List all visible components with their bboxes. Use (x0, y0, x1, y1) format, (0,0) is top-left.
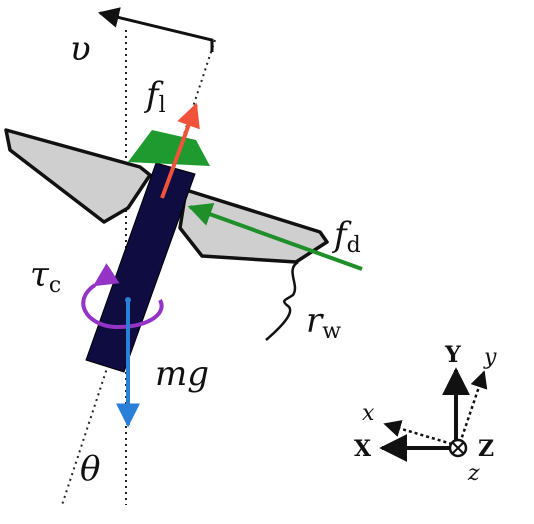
drag-force-arrow (187, 203, 363, 271)
coordinate-frame: Y y x X Z z (354, 342, 497, 486)
body-x-label: x (362, 401, 375, 426)
wing-radius-subscript: w (322, 319, 341, 344)
center-of-mass (125, 297, 131, 303)
z-cross-b (451, 441, 465, 455)
head-marker (128, 130, 210, 166)
lift-subscript: l (159, 93, 166, 118)
world-y-label: Y (444, 342, 461, 368)
weight-label: mg (155, 354, 209, 394)
insect-body (85, 162, 196, 373)
world-z-label: Z (478, 436, 494, 462)
lift-force-label: fl (143, 75, 166, 118)
torque-subscript: c (49, 273, 61, 298)
body-y-axis (458, 370, 488, 444)
wing-radius-brace (265, 260, 299, 341)
right-wing (178, 188, 329, 264)
left-wing (4, 128, 152, 224)
body-x-axis (383, 420, 453, 446)
body-y-label: y (483, 345, 497, 370)
lift-force-arrow (160, 102, 200, 199)
angle-label: θ (80, 449, 100, 489)
torque-main: τ (30, 255, 50, 295)
velocity-arrow (97, 7, 214, 52)
body-z-label: z (467, 461, 480, 486)
drag-subscript: d (347, 233, 361, 258)
drag-force-label: fd (331, 215, 361, 258)
wing-radius-main: r (306, 301, 324, 341)
torque-arc (81, 263, 164, 330)
torque-label: τc (30, 255, 61, 298)
world-x-label: X (354, 436, 372, 462)
velocity-label: υ (70, 29, 91, 69)
wing-radius-label: rw (306, 301, 341, 344)
